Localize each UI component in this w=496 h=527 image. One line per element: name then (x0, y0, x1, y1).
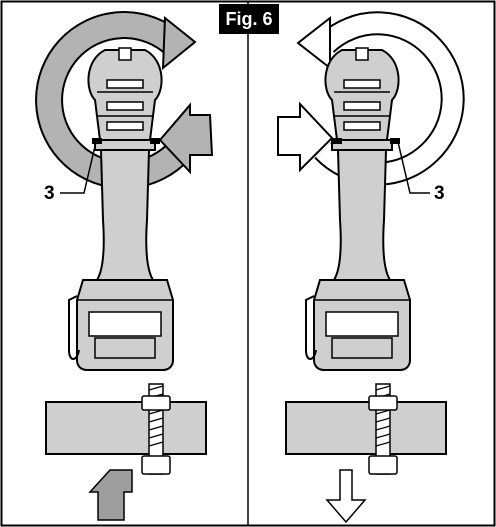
down-arrow (325, 469, 367, 524)
left-callout-number: 3 (44, 183, 55, 204)
left-drill (68, 47, 174, 371)
left-push-arrow (158, 102, 214, 175)
right-callout-number: 3 (434, 183, 445, 204)
right-drill (305, 47, 411, 371)
left-bolt-assembly (45, 383, 207, 475)
figure-title: Fig. 6 (219, 4, 279, 34)
right-marker-3b (390, 138, 400, 144)
right-marker-3 (332, 138, 342, 144)
left-marker-3 (92, 138, 102, 144)
left-leader-line (60, 141, 97, 194)
right-push-arrow (277, 101, 334, 173)
up-arrow (88, 469, 133, 521)
right-leader-line (397, 141, 430, 194)
left-marker-3b (150, 138, 160, 144)
right-bolt-assembly (285, 383, 447, 475)
